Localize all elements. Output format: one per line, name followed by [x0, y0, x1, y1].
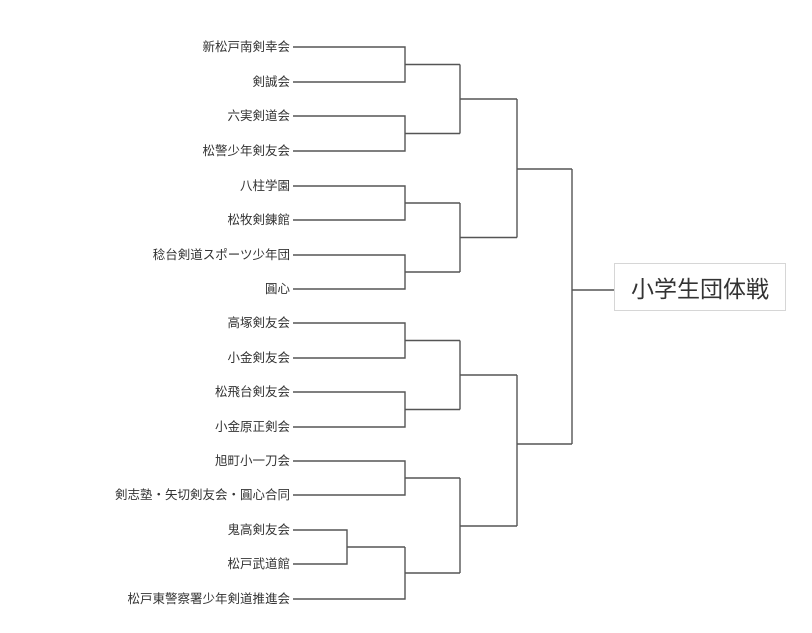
team-label: 小金原正剣会: [214, 419, 290, 434]
bracket-line: [293, 46, 460, 83]
team-label: 剣誠会: [252, 74, 290, 89]
bracket-line: [293, 547, 460, 600]
team-label: 稔台剣道スポーツ少年団: [152, 247, 290, 262]
bracket-line: [459, 478, 517, 573]
bracket-line: [571, 169, 614, 444]
team-label: 圓心: [264, 281, 290, 296]
team-label: 松戸東警察署少年剣道推進会: [127, 591, 290, 606]
bracket-line: [293, 185, 460, 221]
team-label: 旭町小一刀会: [214, 453, 290, 468]
bracket-line: [293, 391, 460, 428]
bracket-line: [459, 340, 517, 410]
bracket-line: [459, 64, 517, 134]
bracket-line: [293, 115, 460, 152]
team-label: 六実剣道会: [227, 108, 290, 123]
team-label: 小金剣友会: [227, 350, 290, 365]
bracket-line: [293, 254, 460, 290]
bracket-line: [516, 375, 572, 526]
team-label: 松牧剣錬館: [227, 212, 290, 227]
bracket-line: [293, 322, 460, 359]
team-label: 新松戸南剣幸会: [202, 39, 290, 54]
team-label: 高塚剣友会: [227, 315, 290, 330]
team-label: 剣志塾・矢切剣友会・圓心合同: [114, 487, 290, 502]
team-label: 松戸武道館: [227, 556, 290, 571]
team-label: 八柱学園: [239, 178, 290, 193]
bracket-line: [293, 460, 460, 496]
team-label: 鬼高剣友会: [227, 522, 290, 537]
bracket-line: [516, 99, 572, 238]
tournament-title: 小学生団体戦: [614, 263, 786, 311]
bracket-line: [293, 529, 405, 565]
team-label: 松警少年剣友会: [202, 143, 290, 158]
bracket-line: [459, 203, 517, 272]
team-label: 松飛台剣友会: [214, 384, 290, 399]
